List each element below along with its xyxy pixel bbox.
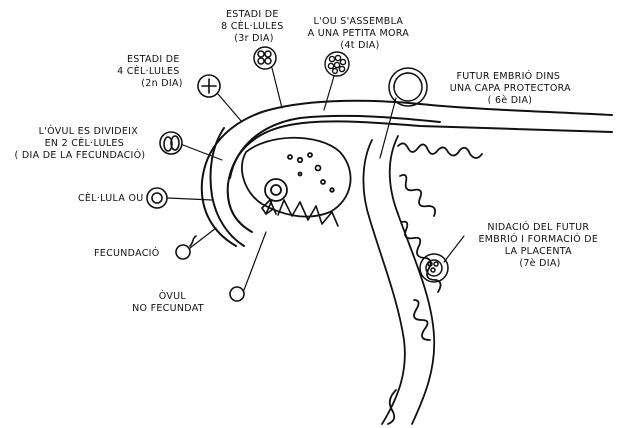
label-nidation: NIDACIÓ DEL FUTUR EMBRIÓ I FORMACIÓ DE L… bbox=[478, 221, 601, 269]
fertilization-cell bbox=[176, 236, 196, 259]
label-zygote: CÈL·LULA OU bbox=[78, 192, 143, 204]
follicle bbox=[265, 179, 287, 201]
label-unfertilized: ÒVUL NO FECUNDAT bbox=[132, 290, 204, 314]
label-division: L'ÒVUL ES DIVIDEIX EN 2 CÈL·LULES ( DIA … bbox=[15, 125, 146, 161]
label-blastocyst: FUTUR EMBRIÓ DINS UNA CAPA PROTECTORA ( … bbox=[450, 70, 575, 106]
pointer-four-cell bbox=[218, 94, 242, 122]
pointer-morula bbox=[324, 76, 334, 110]
follicle-inner bbox=[271, 185, 281, 195]
label-eight-cell: ESTADI DE 8 CÈL·LULES (3r DIA) bbox=[221, 9, 287, 44]
pointer-unfertilized bbox=[244, 232, 266, 290]
pointer-eight-cell bbox=[272, 68, 282, 108]
implanting-embryo bbox=[420, 254, 448, 282]
pointer-two-cell bbox=[183, 145, 222, 160]
zygote-cell bbox=[147, 188, 167, 208]
uterine-wall bbox=[363, 136, 482, 424]
label-fertilization: FECUNDACIÓ bbox=[94, 247, 160, 259]
label-four-cell: ESTADI DE 4 CÈL·LULES (2n DIA) bbox=[117, 54, 183, 89]
eight-cell-stage bbox=[254, 47, 276, 69]
four-cell-stage bbox=[198, 75, 220, 97]
pointer-zygote bbox=[168, 198, 212, 200]
unfertilized-ovum bbox=[230, 287, 244, 301]
morula bbox=[325, 52, 349, 76]
pointer-nidation bbox=[444, 236, 464, 262]
blastocyst bbox=[389, 68, 427, 106]
label-morula: L'OU S'ASSEMBLA A UNA PETITA MORA (4t DI… bbox=[308, 16, 413, 51]
two-cell-stage bbox=[160, 132, 182, 154]
ovary bbox=[242, 138, 351, 217]
